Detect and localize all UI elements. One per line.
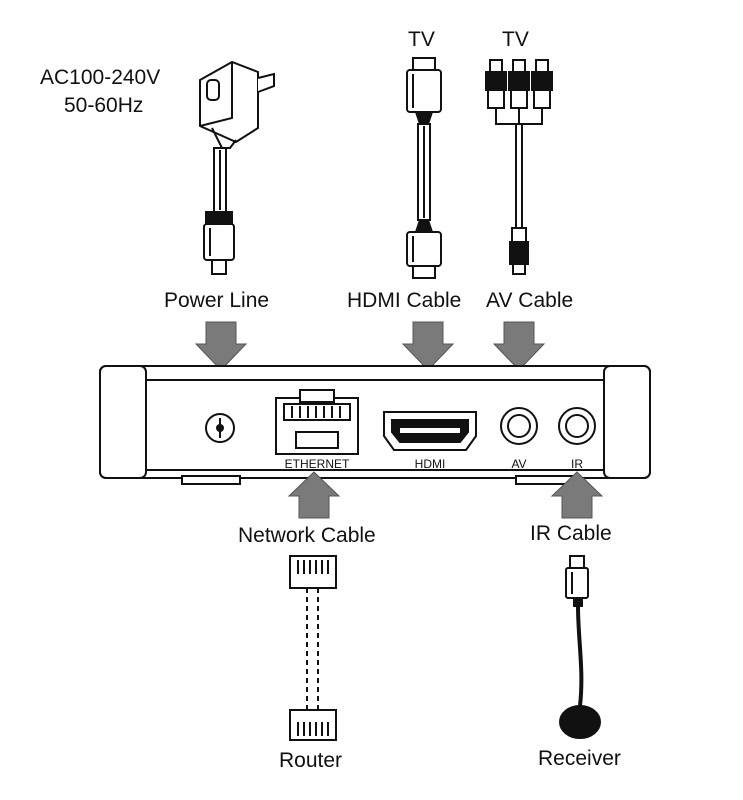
hdmi-arrow-icon (401, 321, 455, 371)
ethernet-port (275, 389, 359, 455)
power-line-label: Power Line (164, 289, 270, 312)
network-arrow-icon (287, 471, 341, 519)
power-adapter-icon (199, 60, 275, 275)
power-spec-voltage: AC100-240V (40, 66, 161, 89)
power-arrow-icon (194, 321, 248, 371)
ir-port-label: IR (571, 457, 583, 471)
router-label: Router (279, 749, 343, 772)
av-port-label: AV (511, 457, 526, 471)
hdmi-port (383, 411, 477, 451)
network-cable-label: Network Cable (238, 524, 376, 547)
av-tv-label: TV (502, 28, 529, 51)
ir-cable-label: IR Cable (530, 522, 612, 545)
hdmi-cable-icon (406, 57, 442, 279)
av-cable-label: AV Cable (486, 289, 574, 312)
ethernet-port-label: ETHERNET (285, 457, 350, 471)
receiver-label: Receiver (538, 747, 621, 770)
power-spec-frequency: 50-60Hz (64, 94, 144, 117)
network-cable-icon (289, 555, 337, 741)
av-cable-icon (485, 59, 553, 275)
set-top-box (99, 365, 651, 485)
av-jack (500, 407, 538, 445)
power-jack (205, 413, 235, 443)
ir-jack (558, 407, 596, 445)
ir-receiver-cable-icon (559, 555, 601, 739)
hdmi-tv-label: TV (408, 28, 435, 51)
hdmi-port-label: HDMI (415, 457, 446, 471)
hdmi-cable-label: HDMI Cable (347, 289, 462, 312)
ir-arrow-icon (550, 471, 604, 519)
av-arrow-icon (492, 321, 546, 371)
